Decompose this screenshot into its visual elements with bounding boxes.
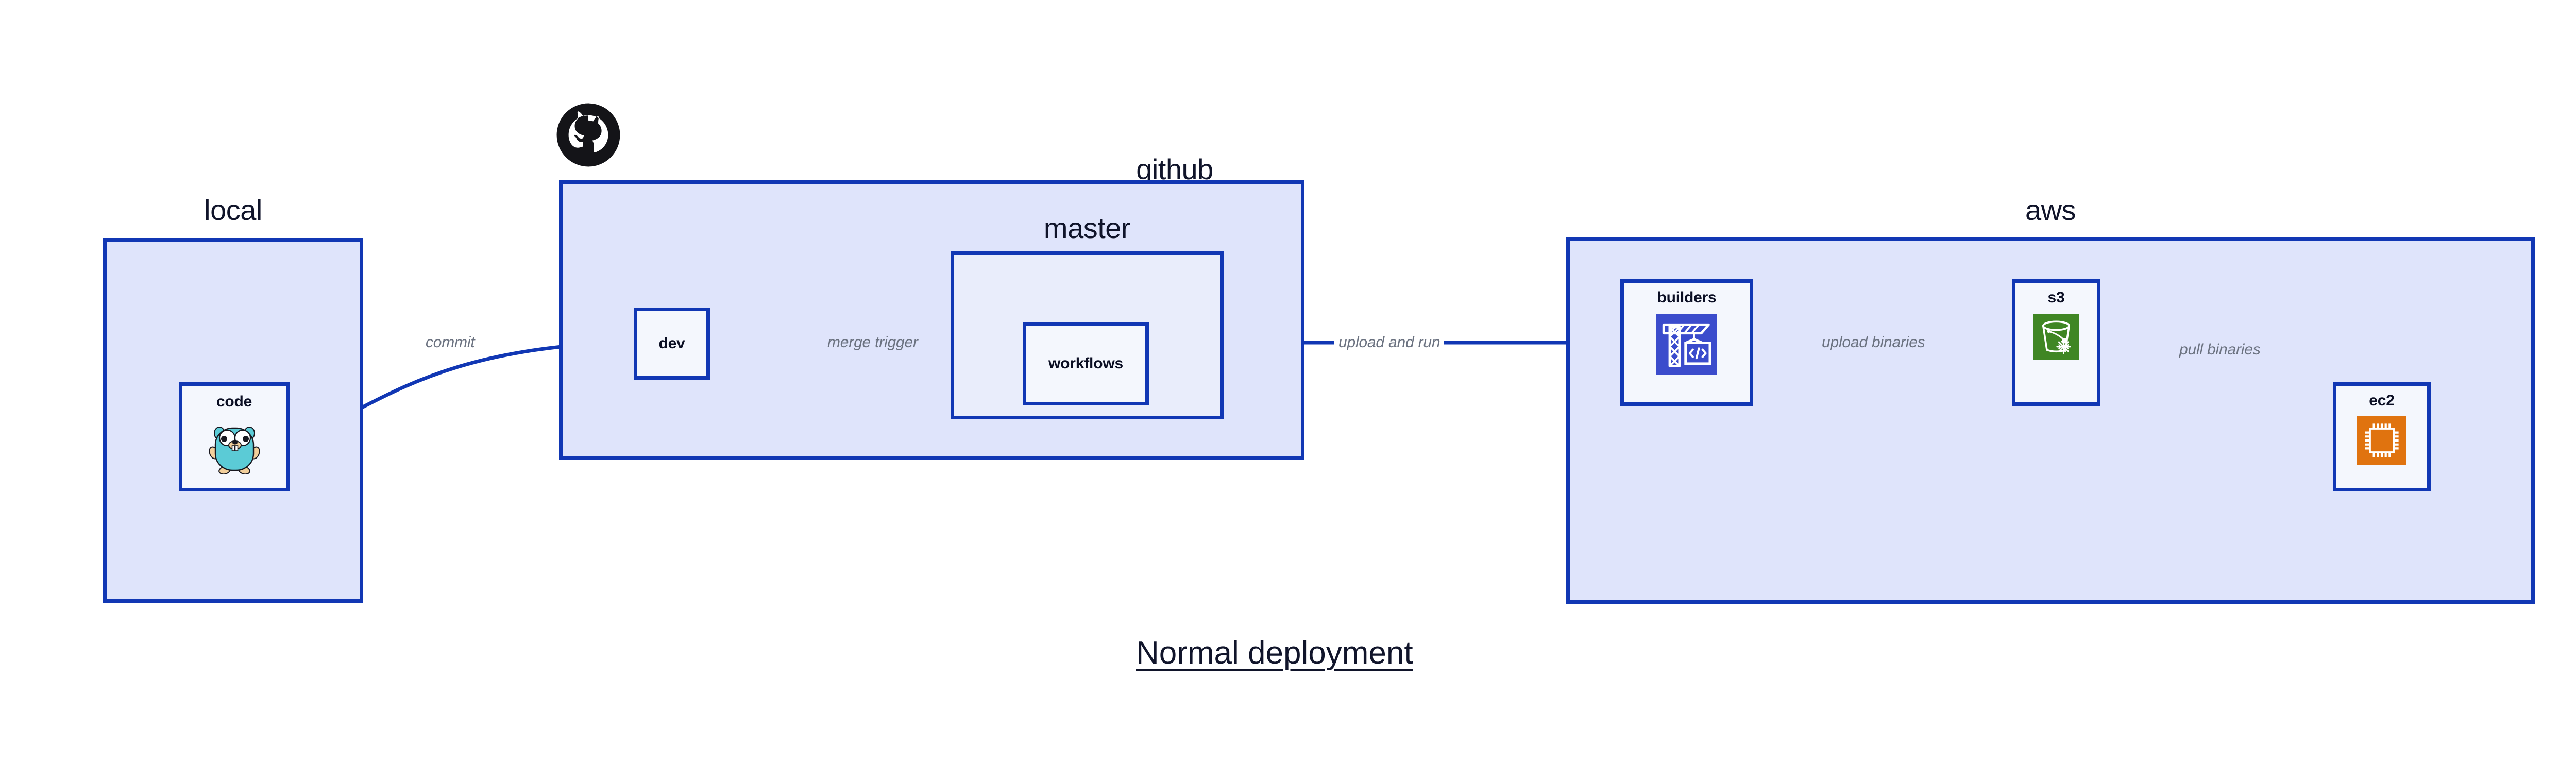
group-title-github: github — [1136, 153, 1213, 185]
node-builders[interactable]: builders — [1620, 279, 1753, 406]
group-title-master: master — [1043, 212, 1131, 244]
node-ec2[interactable]: ec2 — [2333, 382, 2431, 491]
node-label-workflows: workflows — [1048, 355, 1123, 372]
edge-label-pull-binaries: pull binaries — [2175, 341, 2265, 359]
aws-codebuild-icon — [1656, 314, 1717, 375]
node-label-s3: s3 — [2047, 289, 2065, 306]
edge-label-merge-trigger: merge trigger — [823, 334, 922, 351]
edge-label-commit: commit — [421, 334, 479, 351]
diagram-title: Normal deployment — [1136, 635, 1413, 671]
node-s3[interactable]: s3 — [2012, 279, 2100, 406]
node-workflows[interactable]: workflows — [1023, 322, 1149, 405]
node-label-dev: dev — [658, 335, 685, 352]
node-dev[interactable]: dev — [634, 308, 710, 380]
edge-label-upload-binaries: upload binaries — [1818, 334, 1929, 351]
group-title-aws: aws — [2025, 194, 2076, 226]
go-gopher-icon — [206, 417, 263, 474]
github-octocat-icon — [555, 102, 621, 168]
node-code[interactable]: code — [179, 382, 290, 491]
aws-s3-glacier-icon — [2033, 314, 2079, 360]
node-label-ec2: ec2 — [2369, 392, 2395, 409]
group-container-local — [103, 238, 363, 603]
group-title-local: local — [204, 194, 262, 226]
node-label-builders: builders — [1657, 289, 1717, 306]
edge-label-upload-and-run: upload and run — [1334, 334, 1445, 351]
aws-ec2-icon — [2357, 416, 2406, 465]
node-label-code: code — [216, 393, 252, 410]
